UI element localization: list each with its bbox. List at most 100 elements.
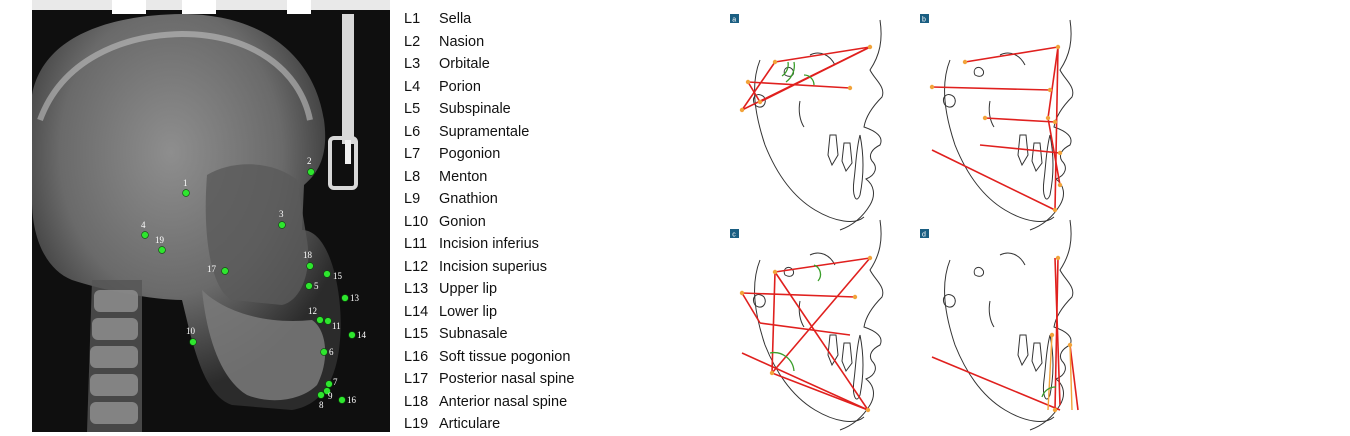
legend-row: L15 Subnasale bbox=[404, 323, 654, 346]
landmark-label: 16 bbox=[347, 395, 357, 405]
measurement-panels: a b bbox=[730, 14, 1079, 431]
legend-row: L13 Upper lip bbox=[404, 278, 654, 301]
legend-row: L3 Orbitale bbox=[404, 53, 654, 76]
legend-name: Porion bbox=[439, 78, 481, 95]
landmark-label: 1 bbox=[183, 178, 188, 188]
landmark-label: 15 bbox=[333, 271, 343, 281]
legend-name: Incision superius bbox=[439, 258, 547, 275]
landmark-13: 13 bbox=[341, 293, 360, 303]
legend-code: L4 bbox=[404, 78, 421, 95]
legend-name: Subnasale bbox=[439, 326, 508, 342]
legend-name: Gonion bbox=[439, 213, 486, 230]
legend-name: Anterior nasal spine bbox=[439, 393, 568, 410]
legend-name: Menton bbox=[439, 168, 488, 185]
landmark-7: 7 bbox=[325, 377, 338, 388]
landmark-18: 18 bbox=[303, 250, 314, 270]
legend-code: L11 bbox=[404, 236, 428, 252]
panel-a: a bbox=[730, 14, 884, 231]
legend-name: Subspinale bbox=[439, 101, 511, 117]
landmark-label: 19 bbox=[155, 235, 165, 245]
legend-code: L1 bbox=[404, 11, 421, 27]
legend-code: L13 bbox=[404, 281, 429, 297]
legend-name: Posterior nasal spine bbox=[439, 371, 575, 387]
landmark-label: 11 bbox=[332, 321, 341, 331]
legend-row: L12 Incision superius bbox=[404, 256, 654, 279]
landmark-19: 19 bbox=[155, 235, 166, 254]
legend-row: L2 Nasion bbox=[404, 31, 654, 54]
legend-row: L7 Pogonion bbox=[404, 143, 654, 166]
cephalometric-xray: 1 2 3 4 5 6 7 8 9 10 11 12 13 14 15 16 1… bbox=[32, 0, 390, 432]
landmark-label: 6 bbox=[329, 347, 334, 357]
landmark-10: 10 bbox=[186, 326, 197, 346]
landmark-1: 1 bbox=[182, 178, 190, 197]
landmark-label: 2 bbox=[307, 156, 312, 166]
landmark-16: 16 bbox=[338, 395, 357, 405]
landmark-2: 2 bbox=[307, 156, 315, 176]
legend-code: L3 bbox=[404, 56, 421, 72]
legend-code: L6 bbox=[404, 123, 421, 140]
legend-name: Incision inferius bbox=[439, 236, 539, 252]
legend-code: L14 bbox=[404, 303, 429, 320]
legend-row: L17 Posterior nasal spine bbox=[404, 368, 654, 391]
legend-row: L4 Porion bbox=[404, 76, 654, 99]
landmark-11: 11 bbox=[324, 317, 341, 331]
landmark-15: 15 bbox=[323, 270, 343, 281]
legend-code: L19 bbox=[404, 416, 429, 432]
legend-name: Sella bbox=[439, 11, 472, 27]
landmark-label: 4 bbox=[141, 220, 146, 230]
landmark-label: 12 bbox=[308, 306, 317, 316]
legend-code: L10 bbox=[404, 213, 429, 230]
landmark-label: 3 bbox=[279, 209, 284, 219]
legend-code: L5 bbox=[404, 101, 421, 117]
legend-row: L5 Subspinale bbox=[404, 98, 654, 121]
legend-code: L12 bbox=[404, 258, 429, 275]
legend-code: L16 bbox=[404, 348, 429, 365]
landmark-label: 8 bbox=[319, 400, 324, 410]
landmark-label: 14 bbox=[357, 330, 367, 340]
legend-row: L18 Anterior nasal spine bbox=[404, 391, 654, 414]
panel-c: c bbox=[730, 219, 884, 431]
legend-name: Pogonion bbox=[439, 146, 501, 162]
panel-badge: c bbox=[732, 232, 736, 239]
legend-code: L15 bbox=[404, 326, 429, 342]
panel-b: b bbox=[920, 14, 1074, 231]
legend-code: L17 bbox=[404, 371, 429, 387]
landmark-label: 13 bbox=[350, 293, 360, 303]
legend-row: L8 Menton bbox=[404, 166, 654, 189]
legend-name: Orbitale bbox=[439, 56, 490, 72]
legend-code: L7 bbox=[404, 146, 421, 162]
landmark-label: 5 bbox=[314, 281, 319, 291]
legend-name: Nasion bbox=[439, 33, 485, 50]
legend-name: Lower lip bbox=[439, 303, 498, 320]
legend-name: Articulare bbox=[439, 416, 501, 432]
legend-row: L10 Gonion bbox=[404, 211, 654, 234]
landmark-17: 17 bbox=[207, 264, 229, 275]
legend-code: L18 bbox=[404, 393, 429, 410]
legend-code: L8 bbox=[404, 168, 421, 185]
panel-badge: d bbox=[922, 232, 926, 239]
landmark-4: 4 bbox=[141, 220, 149, 239]
landmark-5: 5 bbox=[305, 281, 319, 291]
legend-name: Gnathion bbox=[439, 191, 498, 207]
legend-name: Upper lip bbox=[439, 281, 498, 297]
legend-row: L14 Lower lip bbox=[404, 301, 654, 324]
legend-row: L9 Gnathion bbox=[404, 188, 654, 211]
legend-code: L2 bbox=[404, 33, 421, 50]
landmark-12: 12 bbox=[308, 306, 324, 324]
legend-row: L11 Incision inferius bbox=[404, 233, 654, 256]
legend-name: Soft tissue pogonion bbox=[439, 348, 571, 365]
legend-row: L1 Sella bbox=[404, 8, 654, 31]
legend-row: L16 Soft tissue pogonion bbox=[404, 346, 654, 369]
landmark-6: 6 bbox=[320, 347, 334, 357]
legend-code: L9 bbox=[404, 191, 421, 207]
landmark-9: 9 bbox=[323, 387, 333, 401]
panel-d: d bbox=[920, 219, 1079, 431]
landmark-14: 14 bbox=[348, 330, 367, 340]
landmark-3: 3 bbox=[278, 209, 286, 229]
landmark-label: 17 bbox=[207, 264, 217, 274]
landmarks: 1 2 3 4 5 6 7 8 9 10 11 12 13 14 15 16 1… bbox=[141, 156, 367, 410]
landmark-8: 8 bbox=[317, 391, 325, 410]
panel-badge: b bbox=[922, 17, 926, 24]
